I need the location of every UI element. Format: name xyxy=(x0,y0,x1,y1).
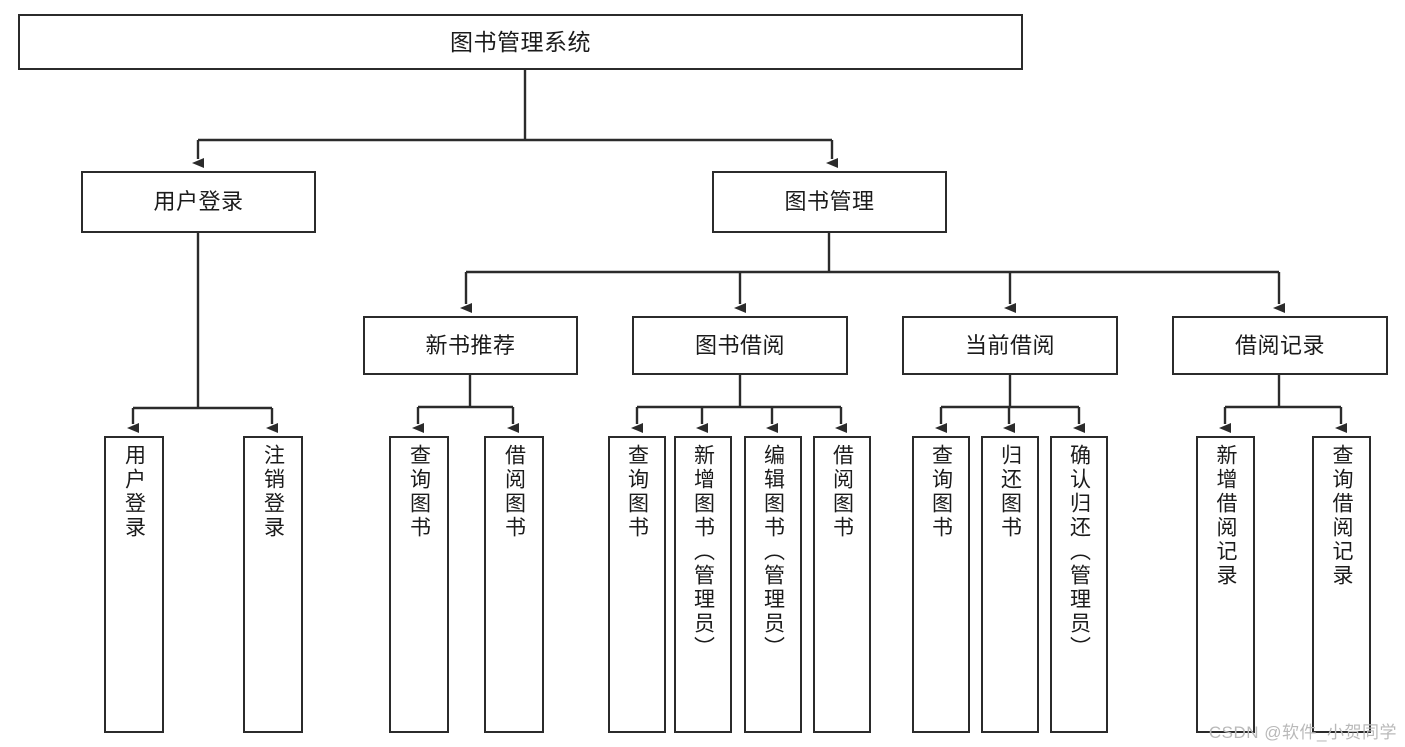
node-root-system[interactable]: 图书管理系统 xyxy=(18,14,1023,70)
node-label: 新增借阅记录 xyxy=(1214,444,1237,588)
node-label: 借阅记录 xyxy=(1234,332,1325,358)
node-label: 确认归还（管理员） xyxy=(1067,444,1091,660)
leaf-recommend-query-book[interactable]: 查询图书 xyxy=(389,436,449,733)
node-label: 查询借阅记录 xyxy=(1330,444,1353,588)
node-label: 查询图书 xyxy=(625,444,649,540)
leaf-borrow-add-book-admin[interactable]: 新增图书（管理员） xyxy=(674,436,732,733)
watermark-text: CSDN @软件_小贺同学 xyxy=(1208,723,1397,742)
leaf-current-query-book[interactable]: 查询图书 xyxy=(912,436,970,733)
leaf-user-login-login[interactable]: 用户登录 xyxy=(104,436,164,733)
leaf-user-login-logout[interactable]: 注销登录 xyxy=(243,436,303,733)
node-label: 当前借阅 xyxy=(964,332,1055,358)
leaf-borrow-edit-book-admin[interactable]: 编辑图书（管理员） xyxy=(744,436,802,733)
node-label: 图书借阅 xyxy=(694,332,785,358)
leaf-borrow-borrow-book[interactable]: 借阅图书 xyxy=(813,436,871,733)
leaf-record-add-record[interactable]: 新增借阅记录 xyxy=(1196,436,1255,733)
node-user-login[interactable]: 用户登录 xyxy=(81,171,316,233)
node-label: 归还图书 xyxy=(998,444,1022,540)
node-label: 用户登录 xyxy=(153,189,244,215)
node-label: 编辑图书（管理员） xyxy=(761,444,785,660)
leaf-record-query-record[interactable]: 查询借阅记录 xyxy=(1312,436,1371,733)
node-book-management[interactable]: 图书管理 xyxy=(712,171,947,233)
node-label: 查询图书 xyxy=(407,444,431,540)
node-book-borrow[interactable]: 图书借阅 xyxy=(632,316,848,375)
node-label: 注销登录 xyxy=(261,444,285,540)
leaf-recommend-borrow-book[interactable]: 借阅图书 xyxy=(484,436,544,733)
node-label: 图书管理系统 xyxy=(450,28,591,55)
node-label: 新书推荐 xyxy=(425,332,516,358)
node-label: 查询图书 xyxy=(929,444,953,540)
node-new-book-recommend[interactable]: 新书推荐 xyxy=(363,316,578,375)
node-label: 借阅图书 xyxy=(830,444,854,540)
node-current-borrow[interactable]: 当前借阅 xyxy=(902,316,1118,375)
leaf-current-return-book[interactable]: 归还图书 xyxy=(981,436,1039,733)
node-label: 借阅图书 xyxy=(502,444,526,540)
node-label: 用户登录 xyxy=(122,444,146,540)
node-label: 图书管理 xyxy=(784,189,875,215)
leaf-borrow-query-book[interactable]: 查询图书 xyxy=(608,436,666,733)
node-label: 新增图书（管理员） xyxy=(691,444,715,660)
leaf-current-confirm-return-admin[interactable]: 确认归还（管理员） xyxy=(1050,436,1108,733)
node-borrow-record[interactable]: 借阅记录 xyxy=(1172,316,1388,375)
